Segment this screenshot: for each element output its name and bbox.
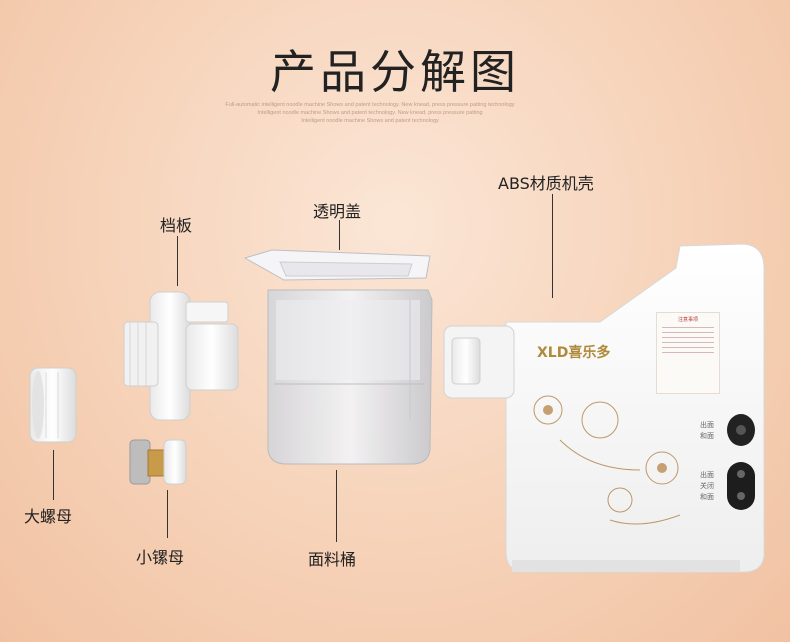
subtitle-line: Intelligent noodle machine Shows and pat… [257, 110, 483, 116]
leader-line-housing [552, 194, 553, 298]
switch-label: 和面 [700, 432, 714, 440]
label-big-nut: 大螺母 [24, 507, 73, 526]
leader-line-baffle [177, 236, 178, 286]
sticker-title: 注意事项 [677, 317, 698, 323]
leader-line-lid [339, 220, 340, 250]
label-baffle: 档板 [160, 216, 193, 235]
sticker-line [662, 332, 714, 333]
switch-label: 出面 [700, 421, 714, 429]
sticker-line [662, 352, 714, 353]
leader-line-big-nut [53, 450, 54, 500]
sticker-line [662, 342, 714, 343]
sticker-line [662, 327, 714, 328]
bucket-part [267, 289, 433, 465]
subtitle-line: Intelligent noodle machine Shows and pat… [301, 118, 439, 124]
switch-label: 关闭 [700, 482, 714, 490]
leader-line-small-nut [167, 490, 168, 538]
brand-logo-text: XLD喜乐多 [537, 345, 611, 361]
warning-sticker: 注意事项 [656, 312, 720, 394]
switch1-labels: 出面 和面 [700, 420, 714, 442]
baffle-part [123, 291, 239, 421]
switch-label: 出面 [700, 471, 714, 479]
label-housing: ABS材质机壳 [498, 174, 594, 193]
switch-label: 和面 [700, 493, 714, 501]
label-bucket: 面料桶 [308, 550, 357, 569]
sticker-line [662, 347, 714, 348]
small-nut-part [129, 439, 187, 485]
transparent-lid-part [243, 249, 431, 281]
machine-housing-part [443, 243, 765, 573]
subtitle-line: Full-automatic intelligent noodle machin… [225, 102, 515, 108]
subtitle-text: Full-automatic intelligent noodle machin… [215, 101, 525, 125]
page-title: 产品分解图 [270, 45, 520, 99]
big-nut-part [29, 367, 77, 443]
label-small-nut: 小镙母 [136, 548, 185, 567]
leader-line-bucket [336, 470, 337, 542]
label-lid: 透明盖 [313, 202, 362, 221]
sticker-line [662, 337, 714, 338]
switch2-labels: 出面 关闭 和面 [700, 470, 714, 503]
